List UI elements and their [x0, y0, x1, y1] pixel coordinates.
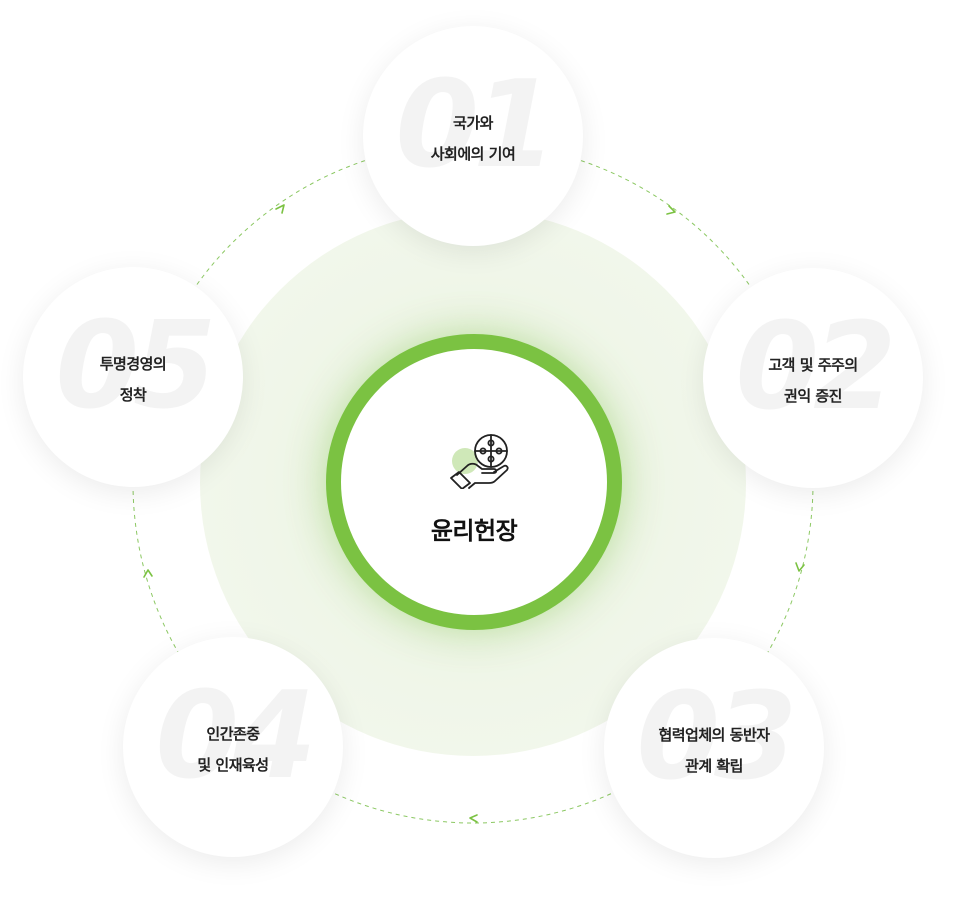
- step-number: 05: [55, 297, 217, 436]
- step-label: 투명경영의 정착: [99, 355, 167, 404]
- arrow-icon: [795, 562, 805, 572]
- step-number: 02: [735, 298, 897, 437]
- step-label: 협력업체의 동반자 관계 확립: [658, 726, 770, 775]
- step-label: 인간존중 및 인재육성: [197, 725, 269, 774]
- step-number: 04: [155, 667, 317, 806]
- cycle-arrows: [143, 204, 805, 823]
- arrow-icon: [143, 569, 153, 578]
- step-number: 03: [636, 668, 798, 807]
- step-node-03: 03 협력업체의 동반자 관계 확립: [604, 638, 824, 858]
- arrow-icon: [666, 205, 676, 215]
- center-circle: 윤리헌장: [326, 334, 622, 630]
- step-node-02: 02 고객 및 주주의 권익 증진: [703, 268, 923, 488]
- hand-puzzle-icon: [450, 434, 509, 489]
- arrow-icon: [275, 204, 285, 214]
- step-number: 01: [395, 56, 557, 195]
- center-title: 윤리헌장: [430, 517, 518, 545]
- step-label: 국가와 사회에의 기여: [430, 114, 516, 163]
- arrow-icon: [469, 814, 478, 823]
- step-node-01: 01 국가와 사회에의 기여: [363, 26, 583, 246]
- step-node-05: 05 투명경영의 정착: [23, 267, 243, 487]
- step-node-04: 04 인간존중 및 인재육성: [123, 637, 343, 857]
- step-label: 고객 및 주주의 권익 증진: [768, 356, 858, 405]
